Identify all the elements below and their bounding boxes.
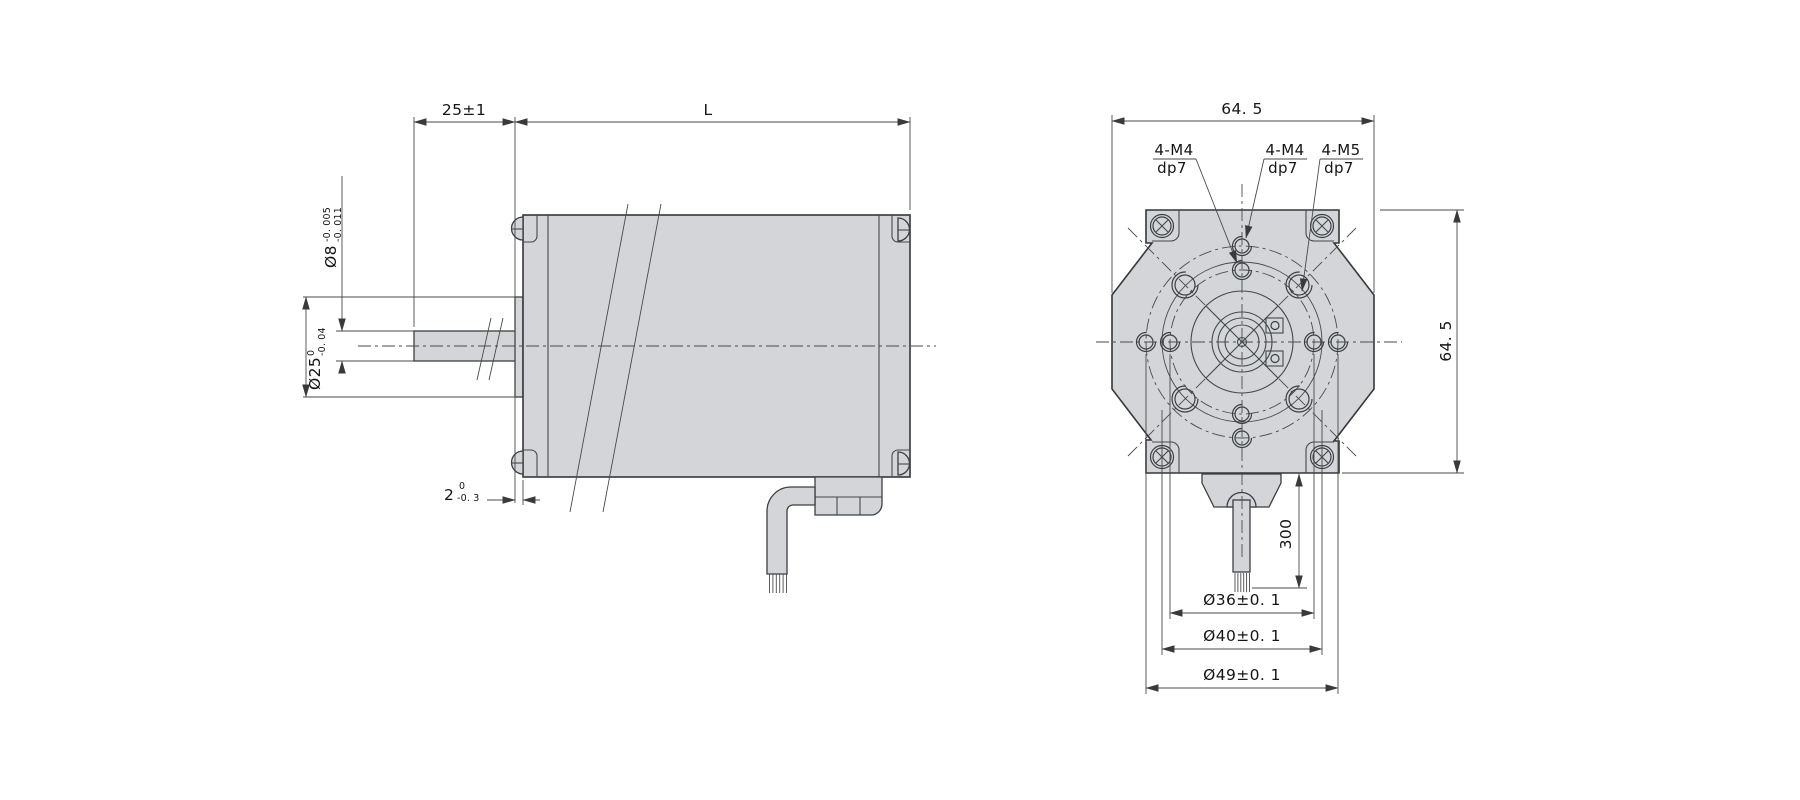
dim-shaft-length: 25±1 (442, 101, 486, 119)
callout-2-line2: dp7 (1268, 159, 1298, 177)
dimension-lines (1111, 117, 1461, 692)
diagonal-centerlines (1127, 227, 1357, 457)
connector-block (814, 476, 883, 516)
callout-3-line2: dp7 (1324, 159, 1354, 177)
dim-flange-height: 64. 5 (1437, 320, 1455, 361)
shaft-dia-value: Ø8 (322, 245, 340, 268)
side-view: 25±1 L Ø8 -0. 005 -0. 011 Ø25 0 -0. 04 2… (302, 101, 936, 593)
extension-lines (1111, 115, 1464, 694)
dimension-lines (302, 118, 911, 504)
cable-gland (1201, 473, 1282, 508)
hole-callout-1: 4-M4 dp7 (1153, 141, 1238, 264)
wire-strands (769, 574, 787, 593)
front-view: 4-M4 dp7 4-M4 dp7 4-M5 dp7 64. 5 64. 5 3… (1096, 100, 1464, 694)
wire-strands (1234, 573, 1250, 592)
callout-1-line2: dp7 (1157, 159, 1187, 177)
screw-top-left-icon (1149, 213, 1175, 239)
cable-elbow (766, 486, 816, 593)
pilot-dia-value: Ø25 (306, 357, 324, 390)
callout-3-line1: 4-M5 (1321, 141, 1360, 159)
pilot-boss (514, 296, 524, 398)
flange-height-value: 64. 5 (1437, 320, 1455, 361)
dim-bolt-circle-40: Ø40±0. 1 (1203, 627, 1281, 645)
dim-cable-length: 300 (1277, 519, 1295, 550)
pilot-depth-tol-upper: 0 (459, 481, 465, 492)
cable-tube (1232, 499, 1251, 573)
dim-shaft-diameter: Ø8 -0. 005 -0. 011 (322, 207, 344, 268)
through-bolt-heads (510, 216, 911, 476)
shaft-dia-tol-lower: -0. 011 (333, 207, 344, 242)
dim-pilot-diameter: Ø25 0 -0. 04 (306, 327, 328, 390)
callout-1-line1: 4-M4 (1154, 141, 1193, 159)
pilot-depth-value: 2 (444, 486, 454, 504)
corner-recess-lines (523, 215, 910, 477)
hole-m5 (1171, 385, 1199, 413)
pilot-dia-tol-lower: -0. 04 (317, 327, 328, 356)
dim-flange-width: 64. 5 (1221, 100, 1262, 118)
dim-body-length: L (703, 101, 712, 119)
m5-holes (1171, 271, 1313, 413)
dim-pilot-depth: 2 0 -0. 3 (444, 481, 480, 504)
hole-callout-3: 4-M5 dp7 (1299, 141, 1363, 292)
flange-corner-recesses (1152, 210, 1334, 473)
dim-bolt-circle-49: Ø49±0. 1 (1203, 666, 1281, 684)
callout-2-line1: 4-M4 (1265, 141, 1304, 159)
cable-exit (1201, 473, 1282, 592)
hole-m5 (1285, 385, 1313, 413)
hole-callout-2: 4-M4 dp7 (1245, 141, 1307, 239)
cable-length-value: 300 (1277, 519, 1295, 550)
shaft-dia-tol-upper: -0. 005 (322, 207, 333, 242)
pilot-dia-tol-upper: 0 (306, 350, 317, 356)
extension-lines (303, 117, 911, 505)
hole-m5 (1285, 271, 1313, 299)
dim-bolt-circle-36: Ø36±0. 1 (1203, 591, 1281, 609)
terminal-tabs (1265, 317, 1284, 367)
break-lines (476, 203, 662, 513)
pilot-depth-tol-lower: -0. 3 (457, 493, 480, 504)
hole-m5 (1171, 271, 1199, 299)
